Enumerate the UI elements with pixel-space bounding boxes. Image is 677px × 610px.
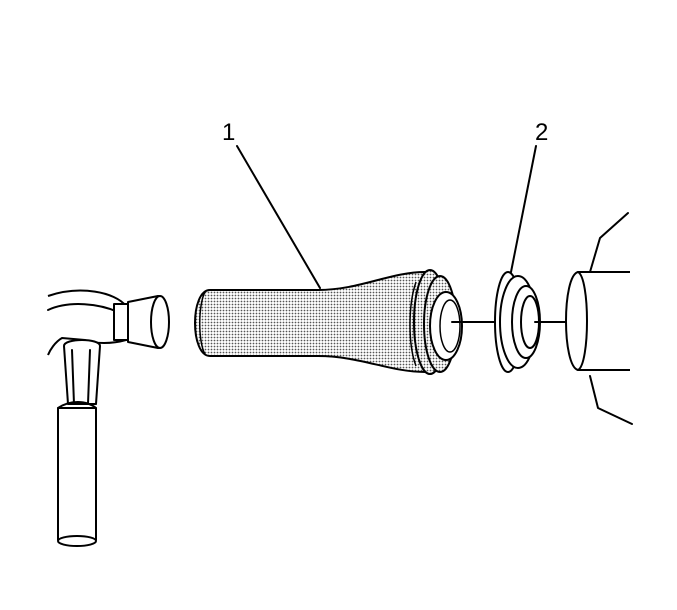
hammer-icon xyxy=(47,289,170,547)
housing-icon xyxy=(565,212,633,425)
leader-line-1 xyxy=(236,145,321,289)
callout-1: 1 xyxy=(222,119,235,146)
seal-ring-icon xyxy=(494,271,576,373)
leader-line-2 xyxy=(510,145,537,273)
callout-2: 2 xyxy=(535,119,548,146)
installer-tool-icon xyxy=(194,269,463,375)
